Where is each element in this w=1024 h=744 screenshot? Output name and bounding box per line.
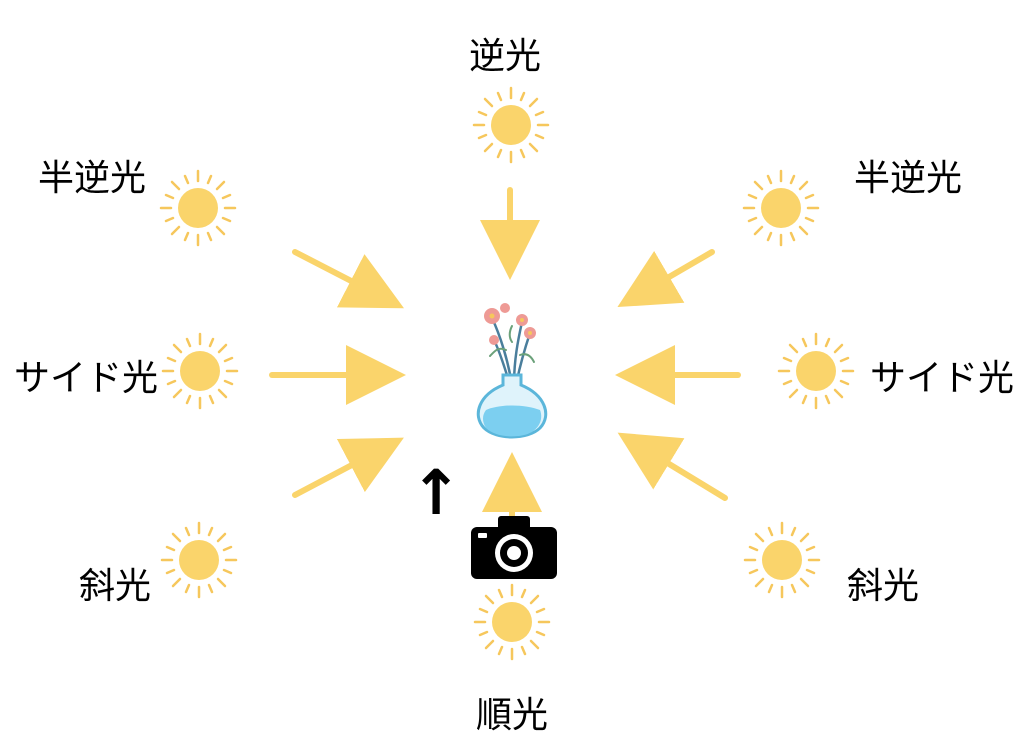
arrow-half-back-left — [292, 249, 404, 309]
label-front: 順光 — [476, 695, 548, 736]
sun-icon — [159, 169, 237, 247]
sun-icon — [473, 583, 551, 661]
label-oblique-left: 斜光 — [79, 566, 151, 607]
label-side-left: サイド光 — [14, 358, 158, 399]
sun-icon — [742, 169, 820, 247]
label-half-back-right: 半逆光 — [854, 158, 962, 199]
arrow-half-back-right — [617, 249, 715, 308]
label-half-back-left: 半逆光 — [38, 158, 146, 199]
arrow-oblique-right — [617, 432, 728, 501]
sun-icon — [777, 332, 855, 410]
camera-icon — [471, 516, 557, 579]
label-back: 逆光 — [469, 36, 541, 77]
sun-icon — [160, 521, 238, 599]
sun-icon — [743, 521, 821, 599]
label-oblique-right: 斜光 — [847, 566, 919, 607]
sun-icon — [472, 86, 550, 164]
label-side-right: サイド光 — [870, 358, 1014, 399]
flower-vase-icon — [476, 303, 548, 439]
arrow-oblique-left — [292, 437, 404, 498]
sun-icon — [161, 332, 239, 410]
up-arrow-icon: ↑ — [410, 456, 462, 529]
